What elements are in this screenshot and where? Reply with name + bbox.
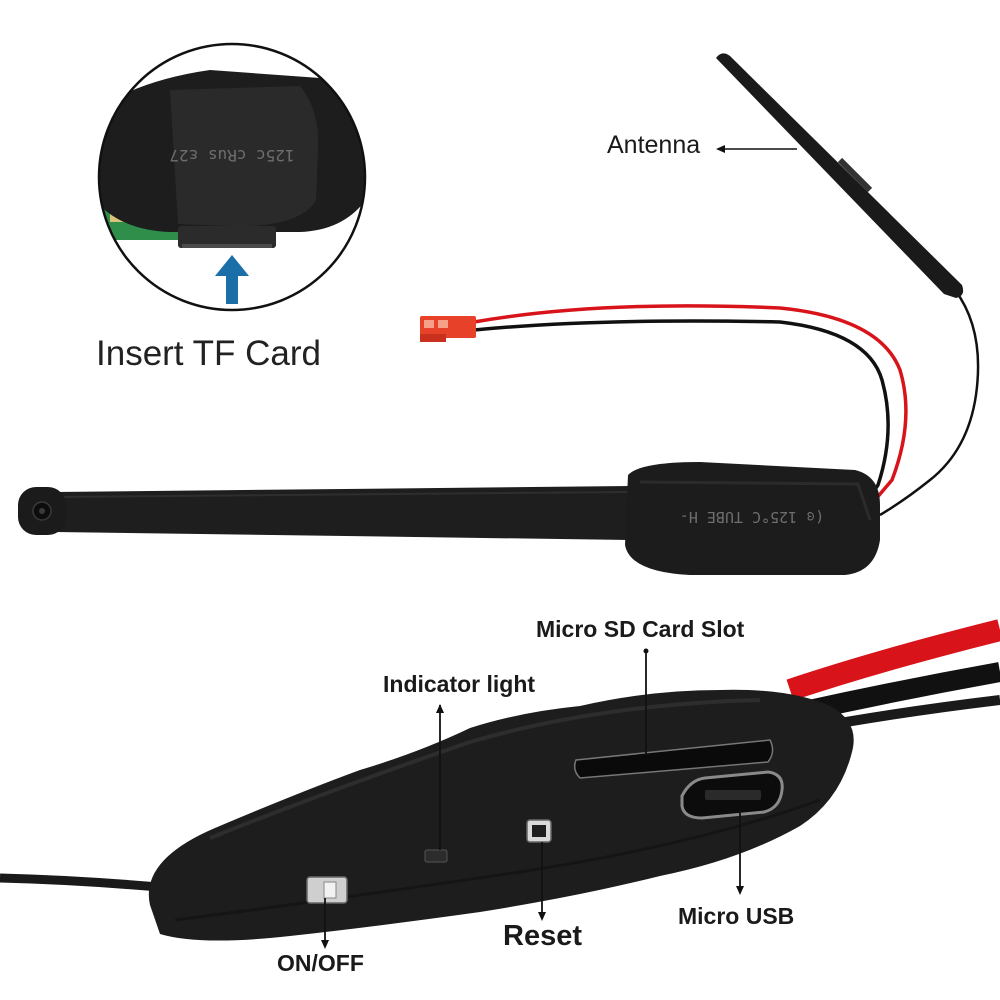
pinhole-camera-lens [18,487,66,535]
micro-sd-card-slot-label: Micro SD Card Slot [536,616,745,642]
insert-arrow-icon [215,255,249,304]
tf-card-zoom-inset: 125c cRus ε27 [97,42,367,312]
module-closeup [0,619,1000,941]
on-off-label: ON/OFF [277,950,364,976]
indicator-light-label: Indicator light [383,671,536,697]
power-wires [420,304,908,506]
callout-micro-usb [736,810,744,895]
module-marking-text: (ɞ 125°C TUBE H- [680,508,825,526]
indicator-light [424,849,448,863]
callout-micro-sd [643,648,649,755]
tf-card [178,226,276,248]
insert-tf-card-label: Insert TF Card [96,334,321,373]
micro-sd-slot [573,739,774,779]
callout-indicator [436,704,444,850]
antenna [716,53,980,517]
micro-usb-label: Micro USB [678,903,795,929]
antenna-pointer [716,145,797,153]
reset-button [526,819,552,843]
callout-reset [538,842,546,921]
micro-usb-port [680,770,784,820]
callout-on-off [321,898,329,949]
antenna-label: Antenna [607,131,701,159]
reset-label: Reset [503,920,582,952]
inset-marking-text: 125c cRus ε27 [169,146,294,165]
camera-module-top: (ɞ 125°C TUBE H- [625,462,880,575]
ribbon-cable [54,486,631,540]
on-off-switch [306,876,348,904]
jst-connector [420,316,476,342]
zoom-circle-outline [97,42,367,312]
antenna-body [716,53,964,298]
